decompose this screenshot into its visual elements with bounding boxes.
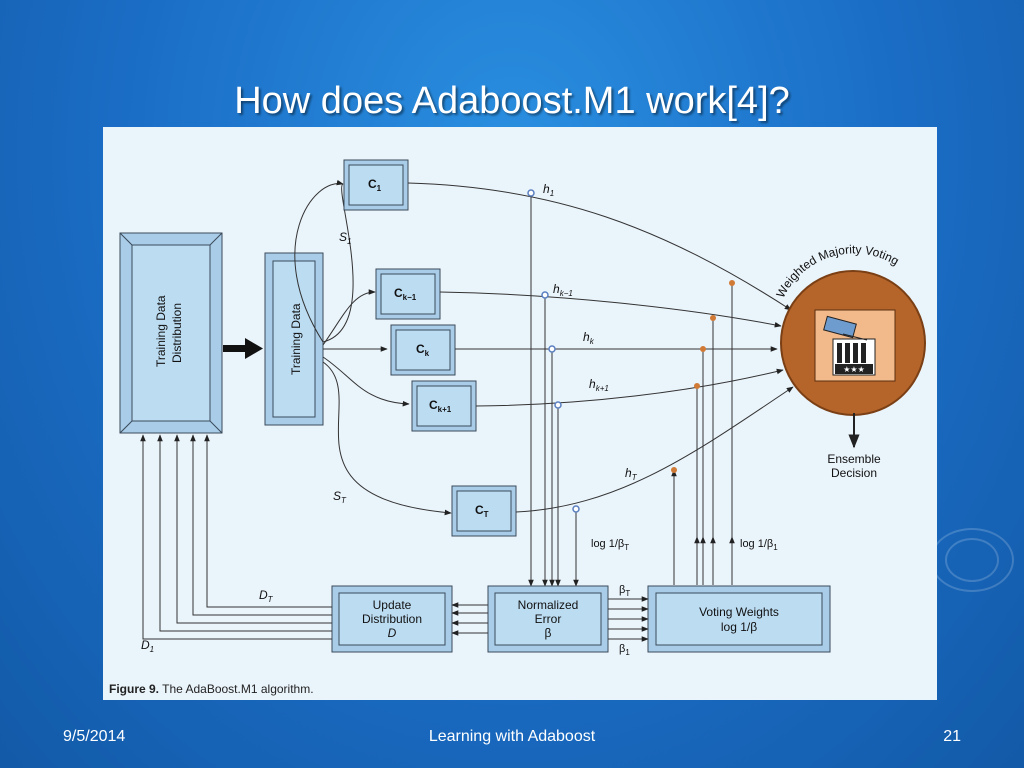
distribution-feedback-lines [140,434,332,640]
distribution-label: Distribution [362,612,422,626]
c1-label: C1 [368,177,382,193]
st-label: ST [333,489,347,505]
classifier-ck-minus-1: Ck−1 [375,268,441,320]
dt-label: DT [259,588,274,604]
normalized-label: Normalized [518,598,579,612]
update-label: Update [373,598,412,612]
weight-feed-lines [671,283,735,585]
hk-label: hk [583,330,595,346]
log-beta-t-label: log 1/βT [591,538,629,552]
hypothesis-lines [407,182,794,513]
voting-weights-label: Voting Weights [699,605,779,619]
h1-label: h1 [543,182,554,198]
normalized-error-box: Normalized Error β [487,585,609,653]
adaboost-figure: Training Data Distribution Training Data… [103,127,937,700]
hk-minus-1-label: hk−1 [553,282,573,298]
beta-t-label: βT [619,584,630,598]
s1-label: S1 [339,230,351,246]
figure-caption: Figure 9. The AdaBoost.M1 algorithm. [109,682,314,696]
ensemble-label: Ensemble [827,452,881,466]
training-data-label: Training Data [289,303,303,375]
svg-text:★★★: ★★★ [843,365,865,374]
sample-curves [294,179,452,516]
ct-label: CT [475,503,489,519]
tap-nodes [527,189,735,513]
decision-label: Decision [831,466,877,480]
voting-weights-box: Voting Weights log 1/β [647,585,831,653]
ck-label: Ck [416,342,430,358]
footer-date: 9/5/2014 [63,728,126,745]
hk-plus-1-label: hk+1 [589,377,609,393]
big-arrow [223,338,263,359]
classifier-ck-plus-1: Ck+1 [411,380,477,432]
update-distribution-box: Update Distribution D [331,585,453,653]
background-ripple [930,528,1014,592]
footer-title: Learning with Adaboost [428,728,596,745]
training-data-distribution-box: Training Data Distribution [119,232,223,434]
beta-1-label: β1 [619,643,630,657]
box-connectors [451,596,649,642]
training-data-box: Training Data [264,252,324,426]
distribution-box-line2: Distribution [170,303,184,363]
ck-minus-1-label: Ck−1 [394,286,417,302]
ck-plus-1-label: Ck+1 [429,398,452,414]
log-beta-label: log 1/β [721,620,757,634]
beta-label: β [545,626,552,640]
weighted-majority-voting: Weighted Majority Voting ★★★ [773,242,926,416]
distribution-box-line1: Training Data [154,295,168,367]
classifier-c1: C1 [343,159,409,211]
ballot-box-icon: ★★★ [814,309,896,382]
error-feed-lines [528,193,579,587]
d-label: D [388,626,397,640]
ht-label: hT [625,466,638,482]
log-beta-1-label: log 1/β1 [740,538,778,552]
d1-label: D1 [141,638,154,654]
adaboost-diagram: Training Data Distribution Training Data… [109,159,926,696]
slide-title: How does Adaboost.M1 work[4]? [234,80,790,122]
classifier-ct: CT [451,485,517,537]
error-label: Error [535,612,562,626]
slide-number: 21 [943,728,961,745]
classifier-ck: Ck [390,324,456,376]
